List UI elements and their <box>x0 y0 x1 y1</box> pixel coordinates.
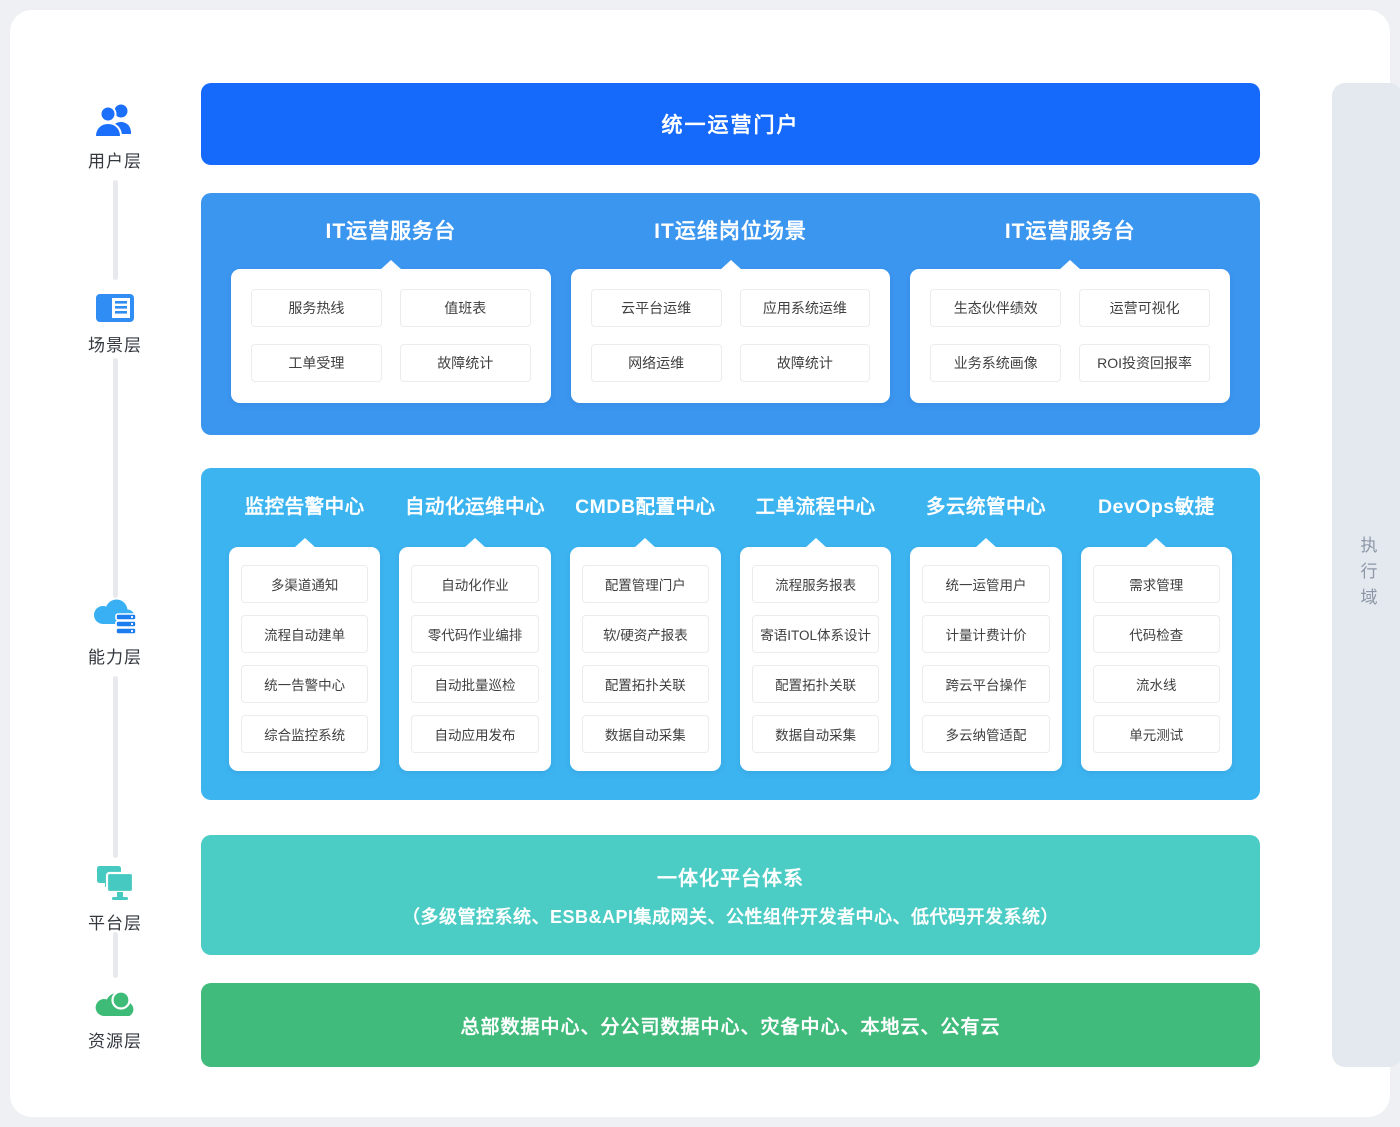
capability-column-title: 工单流程中心 <box>755 496 876 518</box>
main-content: 统一运营门户 IT运营服务台 服务热线 值班表 工单受理 故障统计 IT运维岗位… <box>201 83 1260 1067</box>
diagram-canvas: 用户层 场景层 <box>10 10 1400 1117</box>
platform-screens-icon <box>93 864 137 902</box>
capability-column-title: 自动化运维中心 <box>404 496 545 518</box>
execution-domain-bar: 执行域 <box>1332 83 1400 1067</box>
capability-column-automation: 自动化运维中心 自动化作业 零代码作业编排 自动批量巡检 自动应用发布 <box>399 490 551 800</box>
platform-section-title: 一体化平台体系 <box>657 867 804 890</box>
capability-item: 配置拓扑关联 <box>581 665 709 703</box>
rail-connector <box>113 180 118 280</box>
capability-column-cmdb: CMDB配置中心 配置管理门户 软/硬资产报表 配置拓扑关联 数据自动采集 <box>569 490 721 800</box>
capability-column-multicloud: 多云统管中心 统一运管用户 计量计费计价 跨云平台操作 多云纳管适配 <box>910 490 1062 800</box>
scene-item: 云平台运维 <box>590 289 722 327</box>
unified-portal-banner: 统一运营门户 <box>201 83 1260 165</box>
capability-item: 软/硬资产报表 <box>581 615 709 653</box>
capability-item: 综合监控系统 <box>241 715 369 753</box>
capability-item: 流水线 <box>1092 665 1220 703</box>
scene-item: 故障统计 <box>399 344 531 382</box>
scene-group-it-service-desk-2: IT运营服务台 生态伙伴绩效 运营可视化 业务系统画像 ROI投资回报率 <box>910 215 1231 435</box>
capability-layer-section: 监控告警中心 多渠道通知 流程自动建单 统一告警中心 综合监控系统 自动化运维中… <box>201 468 1260 800</box>
scene-item: 应用系统运维 <box>739 289 871 327</box>
scene-card-icon <box>95 286 135 324</box>
capability-item: 需求管理 <box>1092 565 1220 603</box>
scene-item: 业务系统画像 <box>930 344 1062 382</box>
capability-column-card: 流程服务报表 寄语ITOL体系设计 配置拓扑关联 数据自动采集 <box>739 547 892 771</box>
layer-label: 用户层 <box>88 152 142 171</box>
capability-column-card: 多渠道通知 流程自动建单 统一告警中心 综合监控系统 <box>229 547 381 771</box>
platform-layer-section: 一体化平台体系 （多级管控系统、ESB&API集成网关、公性组件开发者中心、低代… <box>201 835 1260 955</box>
layer-user: 用户层 <box>10 102 220 172</box>
capability-item: 流程自动建单 <box>241 615 369 653</box>
capability-item: 单元测试 <box>1092 715 1220 753</box>
layer-resource: 资源层 <box>10 982 220 1052</box>
resource-layer-section: 总部数据中心、分公司数据中心、灾备中心、本地云、公有云 <box>201 983 1260 1067</box>
rail-connector <box>113 932 118 978</box>
scene-item: 工单受理 <box>251 344 382 382</box>
capability-column-ticket-flow: 工单流程中心 流程服务报表 寄语ITOL体系设计 配置拓扑关联 数据自动采集 <box>739 490 892 800</box>
layer-capability: 能力层 <box>10 598 220 668</box>
scene-item: 生态伙伴绩效 <box>930 289 1062 327</box>
capability-item: 自动应用发布 <box>411 715 539 753</box>
layer-rail: 用户层 场景层 <box>10 10 200 1117</box>
layer-platform: 平台层 <box>10 864 220 934</box>
capability-item: 零代码作业编排 <box>411 615 539 653</box>
capability-item: 跨云平台操作 <box>922 665 1050 703</box>
capability-item: 配置拓扑关联 <box>751 665 880 703</box>
capability-column-devops: DevOps敏捷 需求管理 代码检查 流水线 单元测试 <box>1080 490 1232 800</box>
scene-item: ROI投资回报率 <box>1079 344 1211 382</box>
layer-scene: 场景层 <box>10 286 220 356</box>
capability-column-title: 监控告警中心 <box>244 496 365 518</box>
capability-item: 代码检查 <box>1092 615 1220 653</box>
capability-item: 统一告警中心 <box>241 665 369 703</box>
scene-group-card: 服务热线 值班表 工单受理 故障统计 <box>231 269 551 403</box>
capability-item: 数据自动采集 <box>751 715 880 753</box>
capability-item: 自动化作业 <box>411 565 539 603</box>
capability-item: 流程服务报表 <box>751 565 880 603</box>
resource-cloud-icon <box>93 982 137 1020</box>
rail-connector <box>113 358 118 598</box>
layer-label: 能力层 <box>88 648 142 667</box>
scene-item: 故障统计 <box>739 344 871 382</box>
scene-group-title: IT运维岗位场景 <box>654 220 807 243</box>
scene-group-title: IT运营服务台 <box>325 220 457 243</box>
capability-column-card: 统一运管用户 计量计费计价 跨云平台操作 多云纳管适配 <box>910 547 1062 771</box>
scene-item: 网络运维 <box>590 344 722 382</box>
cloud-server-icon <box>92 598 138 636</box>
scene-item: 值班表 <box>399 289 531 327</box>
capability-column-card: 自动化作业 零代码作业编排 自动批量巡检 自动应用发布 <box>399 547 551 771</box>
capability-column-title: 多云统管中心 <box>925 496 1046 518</box>
capability-item: 计量计费计价 <box>922 615 1050 653</box>
scene-group-title: IT运营服务台 <box>1004 220 1136 243</box>
platform-section-subtitle: （多级管控系统、ESB&API集成网关、公性组件开发者中心、低代码开发系统） <box>401 906 1059 927</box>
users-icon <box>93 102 137 140</box>
layer-label: 资源层 <box>88 1032 142 1051</box>
layer-label: 平台层 <box>88 914 142 933</box>
scene-layer-section: IT运营服务台 服务热线 值班表 工单受理 故障统计 IT运维岗位场景 云平台运… <box>201 193 1260 435</box>
scene-item: 运营可视化 <box>1079 289 1211 327</box>
layer-label: 场景层 <box>88 336 142 355</box>
scene-group-card: 生态伙伴绩效 运营可视化 业务系统画像 ROI投资回报率 <box>910 269 1231 403</box>
scene-group-card: 云平台运维 应用系统运维 网络运维 故障统计 <box>570 269 891 403</box>
capability-item: 多云纳管适配 <box>922 715 1050 753</box>
capability-item: 多渠道通知 <box>241 565 369 603</box>
capability-column-title: DevOps敏捷 <box>1097 496 1215 518</box>
capability-item: 统一运管用户 <box>922 565 1050 603</box>
capability-item: 寄语ITOL体系设计 <box>751 615 880 653</box>
capability-column-monitoring: 监控告警中心 多渠道通知 流程自动建单 统一告警中心 综合监控系统 <box>229 490 381 800</box>
capability-item: 自动批量巡检 <box>411 665 539 703</box>
scene-group-it-service-desk-1: IT运营服务台 服务热线 值班表 工单受理 故障统计 <box>231 215 551 435</box>
capability-column-card: 配置管理门户 软/硬资产报表 配置拓扑关联 数据自动采集 <box>569 547 721 771</box>
scene-group-ops-position: IT运维岗位场景 云平台运维 应用系统运维 网络运维 故障统计 <box>570 215 891 435</box>
execution-domain-label: 执行域 <box>1357 536 1377 614</box>
capability-column-title: CMDB配置中心 <box>575 496 716 518</box>
capability-item: 配置管理门户 <box>581 565 709 603</box>
rail-connector <box>113 676 118 858</box>
scene-item: 服务热线 <box>251 289 382 327</box>
capability-item: 数据自动采集 <box>581 715 709 753</box>
capability-column-card: 需求管理 代码检查 流水线 单元测试 <box>1080 547 1232 771</box>
